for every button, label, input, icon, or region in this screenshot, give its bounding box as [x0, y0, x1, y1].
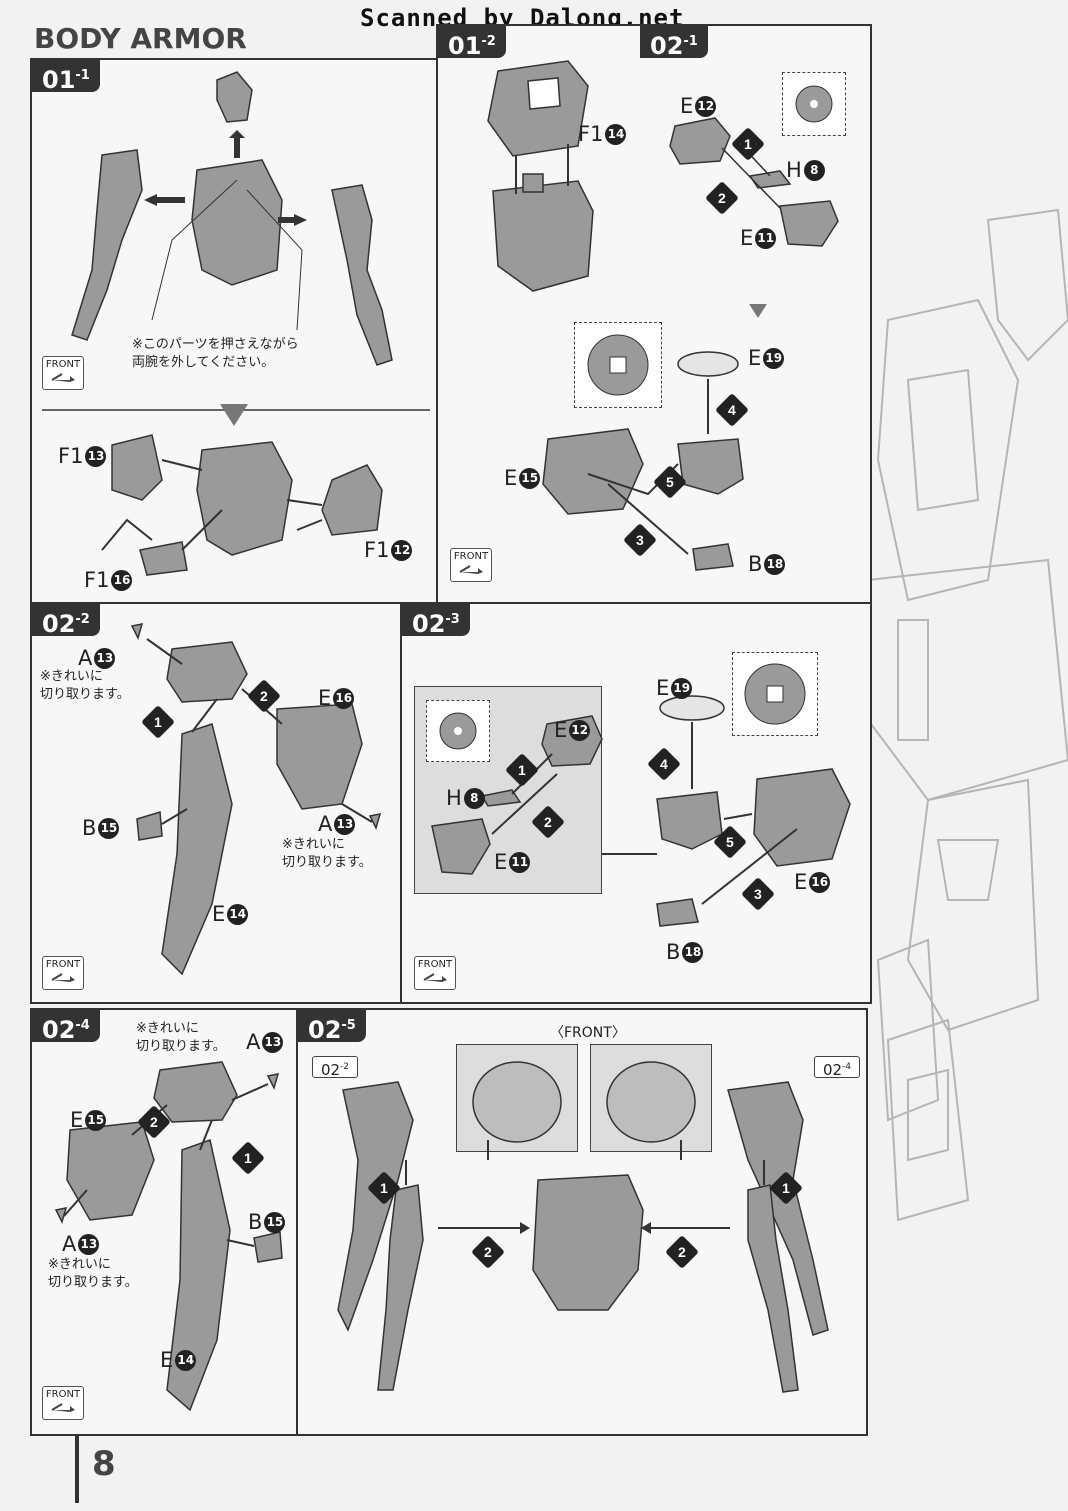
page-number: 8	[92, 1444, 116, 1484]
page-number-bar	[75, 1435, 79, 1503]
step-02-2-shoulder-armor-illustration	[130, 623, 382, 976]
step-02-1-assembly-illustration	[542, 351, 744, 571]
cut-cleanly-note-top: ※きれいに 切り取ります。	[136, 1021, 226, 1054]
cut-cleanly-note: ※きれいに 切り取ります。	[40, 669, 130, 702]
step-01-2-chest-illustration	[487, 60, 594, 292]
front-arrow-icon	[51, 1403, 75, 1412]
step-02-3-detail-box-right	[732, 652, 818, 736]
front-badge: FRONT	[450, 548, 492, 582]
step-01-2-tab: 01-2	[438, 26, 506, 60]
front-view-caption: 〈FRONT〉	[550, 1025, 626, 1041]
step-01-1-result-arrow	[220, 404, 248, 426]
step-02-3-detail-box-left	[426, 700, 490, 762]
cut-cleanly-note: ※きれいに 切り取ります。	[282, 837, 372, 870]
front-arrow-icon	[51, 973, 75, 982]
step-02-4-tab: 02-4	[32, 1010, 100, 1044]
step-02-1-shoulder-illustration	[669, 117, 839, 247]
step-02-1-detail-box-bottom	[574, 322, 662, 408]
background-robot-illustration	[868, 208, 1068, 1222]
step-02-3-tab: 02-3	[402, 604, 470, 638]
front-badge: FRONT	[42, 356, 84, 390]
front-arrow-icon	[459, 565, 483, 574]
step-01-1-tab: 01-1	[32, 60, 100, 94]
step-02-5-panel: 02-5 〈FRONT〉 02-2 02-4 1 1 2 2	[296, 1008, 868, 1436]
front-arrow-icon	[423, 973, 447, 982]
step-01-1-disassembly-illustration	[42, 71, 430, 576]
section-title: BODY ARMOR	[34, 22, 247, 55]
step-02-4-shoulder-armor-illustration	[54, 1061, 283, 1412]
step-01-1-panel: 01-1 ※このパーツを押さえながら 両腕を外してください。	[30, 58, 438, 604]
step-02-1-result-arrow	[744, 304, 772, 318]
step-02-5-tab: 02-5	[298, 1010, 366, 1044]
front-badge: FRONT	[42, 1386, 84, 1420]
front-arrow-icon	[51, 373, 75, 382]
front-badge: FRONT	[42, 956, 84, 990]
ref-step-02-2-badge: 02-2	[312, 1056, 358, 1079]
cut-cleanly-note-bottom: ※きれいに 切り取ります。	[48, 1257, 138, 1290]
ref-step-02-4-badge: 02-4	[814, 1056, 860, 1079]
step-01-1-caution-note: ※このパーツを押さえながら 両腕を外してください。	[132, 337, 299, 370]
front-badge: FRONT	[414, 956, 456, 990]
step-02-5-final-assembly-illustration	[337, 1061, 829, 1393]
step-02-1-detail-box-top	[782, 72, 846, 136]
step-02-2-tab: 02-2	[32, 604, 100, 638]
step-02-1-tab: 02-1	[640, 26, 708, 60]
